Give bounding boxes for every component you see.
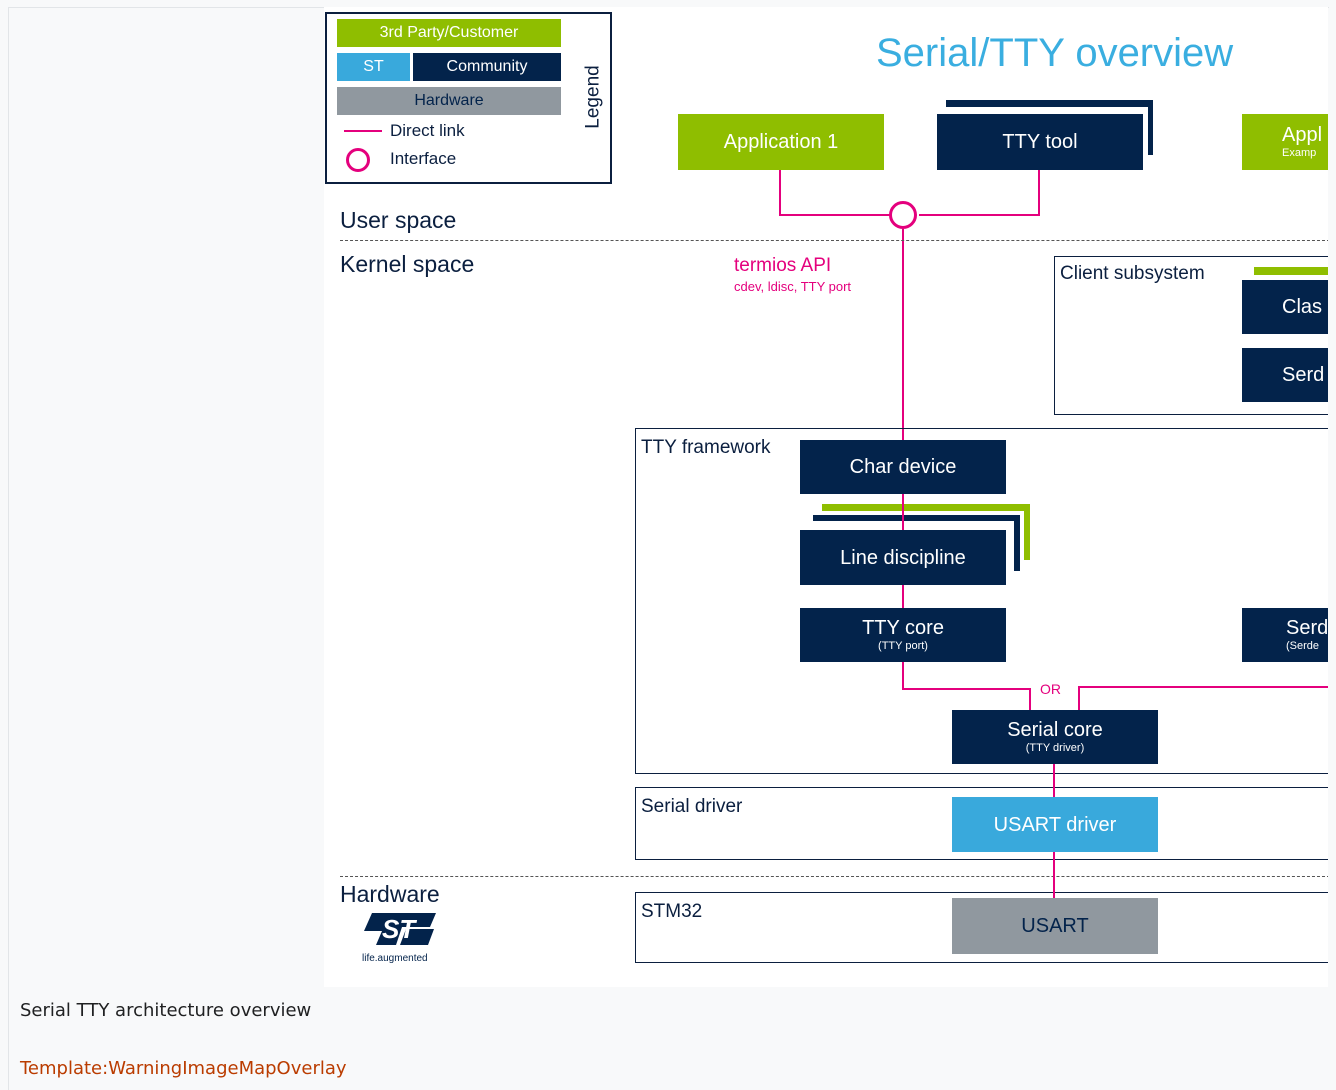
user-kernel-separator bbox=[340, 240, 1328, 241]
client-box-2[interactable]: Serd bbox=[1242, 348, 1328, 402]
st-tagline: life.augmented bbox=[362, 953, 428, 964]
stm32-frame bbox=[635, 892, 1328, 963]
client-subsystem-label: Client subsystem bbox=[1060, 263, 1205, 284]
serial-driver-label: Serial driver bbox=[641, 796, 743, 817]
diagram-title: Serial/TTY overview bbox=[876, 31, 1234, 75]
serdev-or-down bbox=[1078, 686, 1080, 710]
client-green-bar bbox=[1254, 267, 1328, 275]
kernel-hardware-separator bbox=[340, 876, 1328, 877]
char-device-box[interactable]: Char device bbox=[800, 440, 1006, 494]
legend-third-party: 3rd Party/Customer bbox=[337, 19, 561, 47]
tty-tool-link-vertical bbox=[1038, 170, 1040, 216]
legend-community: Community bbox=[413, 53, 561, 81]
tty-core-box[interactable]: TTY core (TTY port) bbox=[800, 608, 1006, 662]
termios-api-label: termios API bbox=[734, 255, 832, 276]
figure-caption: Serial TTY architecture overview bbox=[20, 1000, 312, 1021]
interface-icon bbox=[346, 148, 370, 172]
termios-interface-icon bbox=[889, 201, 917, 229]
serial-driver-frame bbox=[635, 787, 1328, 860]
hardware-label: Hardware bbox=[340, 881, 440, 907]
ldisc-to-ttycore-link bbox=[902, 585, 904, 608]
serdev-or-horizontal bbox=[1078, 686, 1328, 688]
tty-framework-frame bbox=[635, 428, 1328, 774]
usart-driver-box[interactable]: USART driver bbox=[952, 797, 1158, 852]
line-discipline-box[interactable]: Line discipline bbox=[800, 530, 1006, 585]
char-to-ldisc-link bbox=[902, 494, 904, 530]
tty-framework-label: TTY framework bbox=[641, 437, 771, 458]
serial-core-box[interactable]: Serial core (TTY driver) bbox=[952, 710, 1158, 764]
application-right-box[interactable]: Appl Examp bbox=[1242, 114, 1328, 170]
legend-interface-label: Interface bbox=[390, 149, 457, 168]
or-label: OR bbox=[1040, 681, 1061, 697]
kernel-space-label: Kernel space bbox=[340, 251, 475, 277]
application-1-box[interactable]: Application 1 bbox=[678, 114, 884, 170]
usart-box[interactable]: USART bbox=[952, 898, 1158, 954]
template-link[interactable]: Template:WarningImageMapOverlay bbox=[20, 1058, 347, 1079]
st-logo-mark: ST bbox=[364, 913, 436, 945]
legend-st: ST bbox=[337, 53, 410, 81]
tty-tool-box[interactable]: TTY tool bbox=[937, 114, 1143, 170]
legend-title: Legend bbox=[582, 65, 604, 129]
driver-to-usart-link bbox=[1053, 852, 1055, 898]
svg-text:ST: ST bbox=[382, 914, 417, 944]
client-subsystem-frame bbox=[1054, 256, 1328, 415]
tty-tool-link-horizontal bbox=[919, 214, 1040, 216]
legend-hardware: Hardware bbox=[337, 87, 561, 115]
architecture-diagram[interactable]: 3rd Party/Customer ST Community Hardware… bbox=[324, 7, 1328, 987]
ttycore-down-link bbox=[902, 662, 904, 689]
serdev-right-box[interactable]: Serd (Serde bbox=[1242, 608, 1328, 662]
stm32-label: STM32 bbox=[641, 901, 703, 922]
ttycore-or-down bbox=[1029, 688, 1031, 710]
legend-direct-link-line bbox=[344, 130, 382, 132]
user-space-label: User space bbox=[340, 207, 457, 233]
termios-link-vertical bbox=[902, 229, 904, 507]
ttycore-or-horizontal bbox=[902, 688, 1031, 690]
client-box-1[interactable]: Clas bbox=[1242, 280, 1328, 334]
st-logo: ST life.augmented bbox=[360, 909, 450, 965]
app1-link-horizontal bbox=[779, 214, 894, 216]
legend-direct-link-label: Direct link bbox=[390, 121, 465, 140]
termios-api-sublabel: cdev, ldisc, TTY port bbox=[734, 279, 852, 294]
serialcore-to-driver-link bbox=[1053, 764, 1055, 797]
app1-link-vertical bbox=[779, 170, 781, 216]
